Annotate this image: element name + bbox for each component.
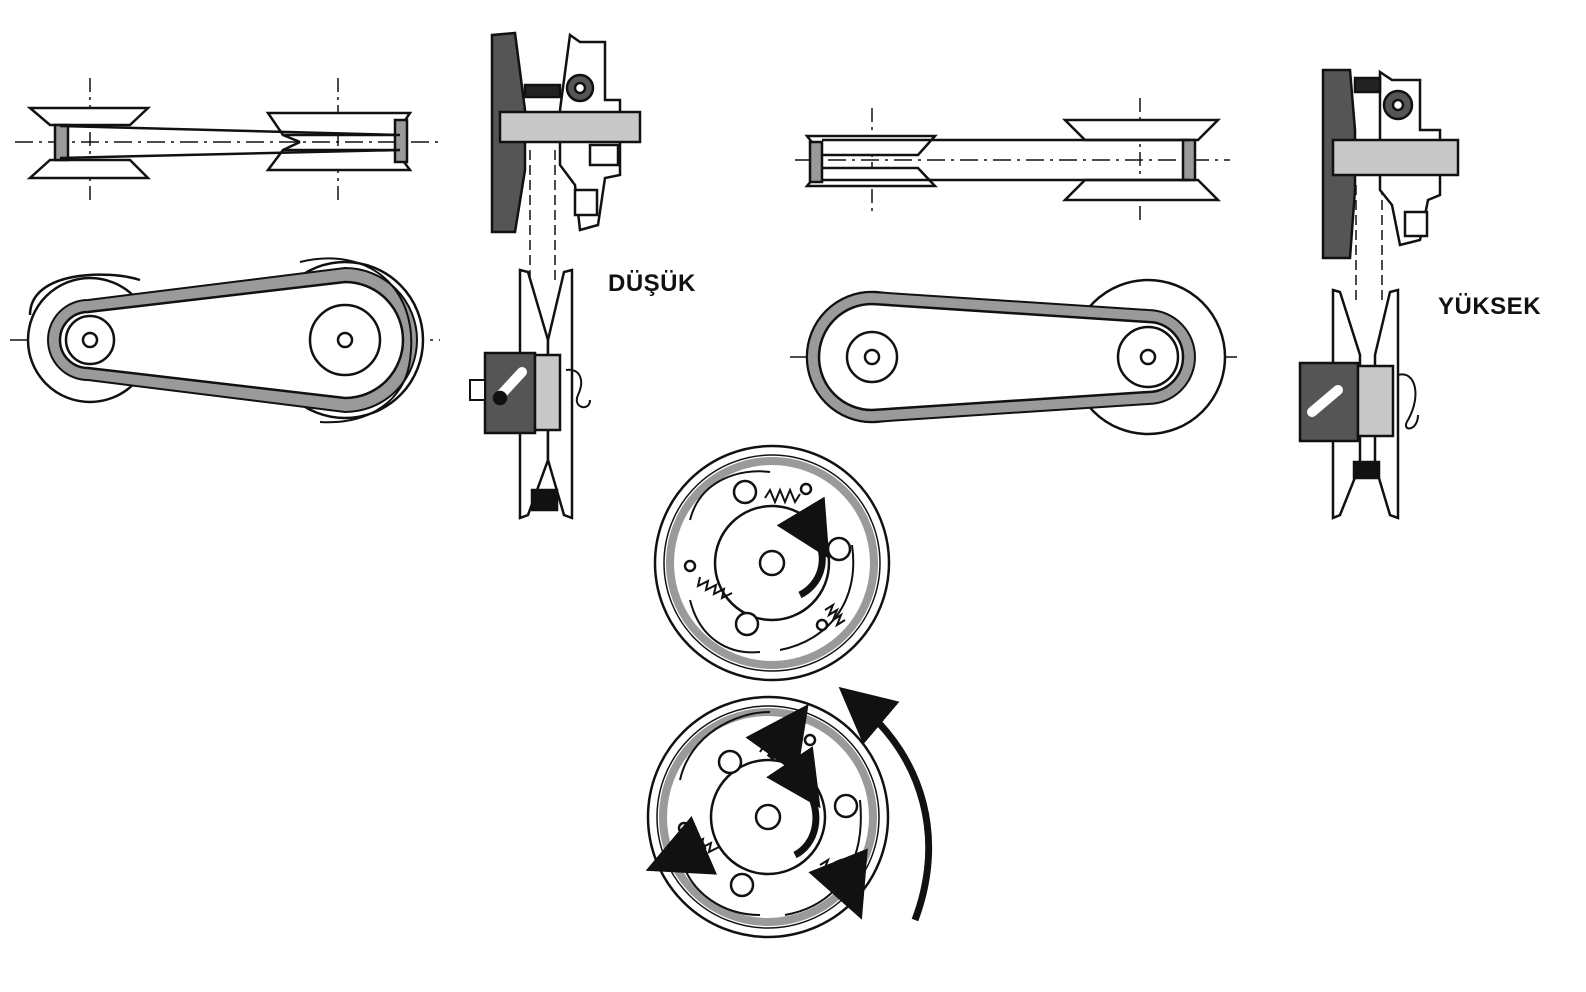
low-ratio-label: DÜŞÜK: [608, 270, 696, 297]
clutch-disengaged: [653, 444, 891, 682]
high-pulley-top-view: [795, 98, 1230, 225]
low-variator-section: [469, 31, 642, 520]
low-pulley-top-view: [15, 78, 440, 205]
high-belt-drive-side-view: [790, 278, 1240, 436]
high-ratio-label: YÜKSEK: [1438, 293, 1542, 320]
low-belt-drive-side-view: [10, 257, 440, 424]
clutch-engaged: [645, 686, 933, 939]
high-variator-section: [1298, 68, 1460, 520]
